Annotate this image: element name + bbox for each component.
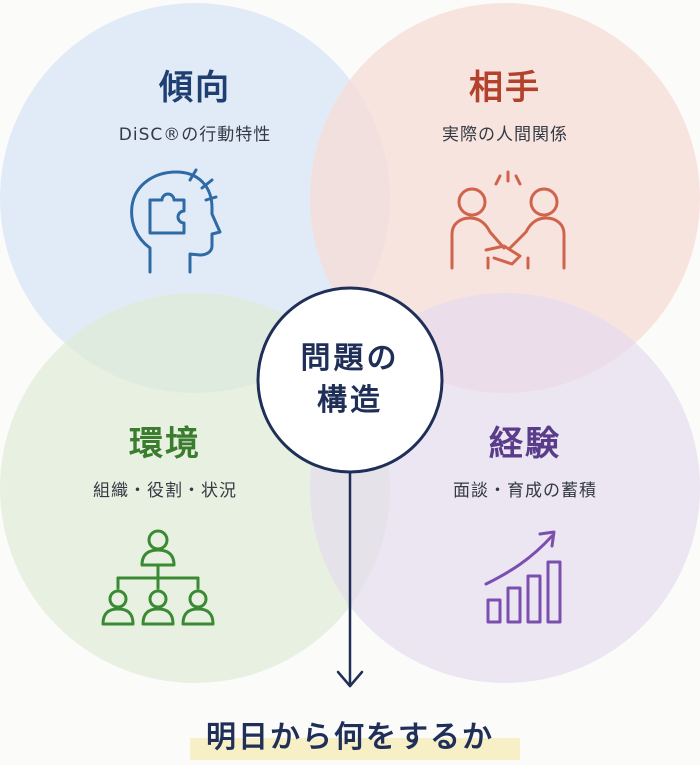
circle-top-right xyxy=(310,3,700,393)
circle-title: 環境 xyxy=(129,424,201,464)
center-line-1: 問題の xyxy=(300,341,400,376)
circle-label-top-left: 傾向 DiSC®の行動特性 xyxy=(45,68,345,146)
center-label: 問題の 構造 xyxy=(255,305,445,455)
down-arrow-icon xyxy=(336,470,364,688)
circle-title: 経験 xyxy=(489,424,561,464)
footer-question: 明日から何をするか xyxy=(206,720,494,755)
org-chart-icon xyxy=(101,529,215,626)
circle-title: 傾向 xyxy=(159,68,231,108)
circle-subtitle: 実際の人間関係 xyxy=(442,125,568,145)
circle-subtitle: 面談・育成の蓄積 xyxy=(453,481,597,501)
circle-subtitle: DiSC®の行動特性 xyxy=(118,125,272,145)
center-line-2: 構造 xyxy=(317,383,383,418)
circle-label-top-right: 相手 実際の人間関係 xyxy=(355,68,655,146)
footer-highlight xyxy=(190,738,520,760)
circle-label-bottom-right: 経験 面談・育成の蓄積 xyxy=(375,424,675,502)
handshake-icon xyxy=(450,170,566,270)
circle-top-left xyxy=(0,3,390,393)
growth-chart-icon xyxy=(484,530,562,624)
circle-title: 相手 xyxy=(469,68,541,108)
circle-label-bottom-left: 環境 組織・役割・状況 xyxy=(15,424,315,502)
circle-subtitle: 組織・役割・状況 xyxy=(93,481,237,501)
head-puzzle-icon xyxy=(130,168,222,274)
